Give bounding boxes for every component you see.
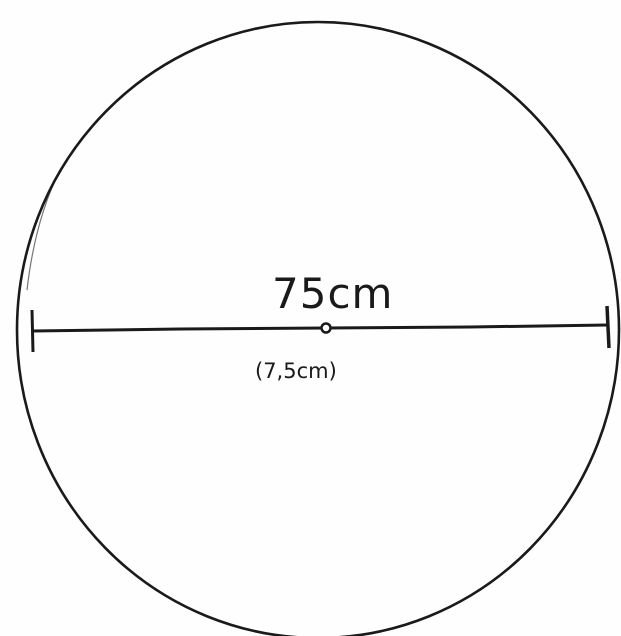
center-point <box>320 322 332 334</box>
measurement-label: 75cm <box>272 269 393 318</box>
diameter-right-tick <box>605 305 611 349</box>
secondary-measurement-label: (7,5cm) <box>255 359 337 383</box>
diameter-left-tick <box>30 309 35 353</box>
circle-outline <box>15 20 621 636</box>
diameter-line <box>31 323 609 333</box>
circle-retrace <box>26 169 61 291</box>
